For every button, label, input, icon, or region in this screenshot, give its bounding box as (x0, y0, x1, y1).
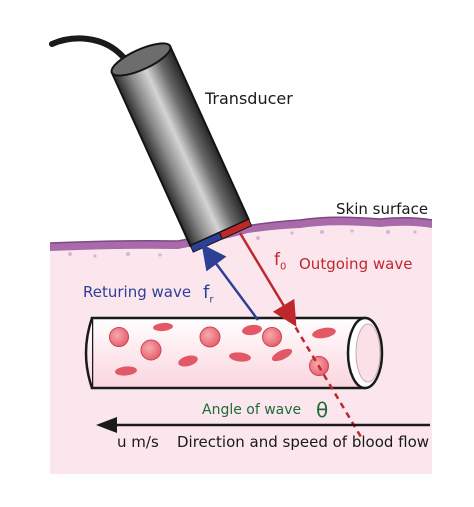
outgoing-wave-label: Outgoing wave (299, 255, 413, 273)
outgoing-frequency-subscript: 0 (280, 261, 287, 273)
red-blood-cell (109, 327, 129, 347)
red-blood-cell-side (178, 355, 198, 367)
red-blood-cell-side (115, 366, 137, 376)
blood-vessel-left-cap (84, 317, 94, 389)
transducer-emitter (218, 218, 253, 240)
transducer-label: Transducer (205, 89, 293, 108)
red-blood-cell (199, 326, 221, 348)
returning-frequency-label: fr (203, 282, 213, 306)
returning-wave-arrow (201, 243, 260, 321)
red-blood-cell (140, 339, 162, 361)
red-blood-cell-side (312, 327, 336, 339)
skin-surface-edge (49, 216, 433, 244)
returning-wave-label: Returing wave (83, 283, 192, 301)
outgoing-wave-continuation (288, 317, 363, 438)
flow-direction-arrowhead (96, 417, 117, 433)
outgoing-wave-arrow (238, 232, 297, 327)
returning-frequency-symbol: f (203, 282, 210, 303)
red-blood-cell-side (242, 324, 262, 336)
flow-direction-label: Direction and speed of blood flow (177, 433, 430, 451)
red-blood-cell (262, 327, 282, 347)
blood-vessel-opening-inner (355, 323, 381, 383)
outgoing-frequency-label: f0 (274, 250, 286, 272)
speed-unit-label: u m/s (117, 433, 159, 451)
red-blood-cell-side (229, 352, 251, 362)
returning-frequency-subscript: r (209, 294, 214, 306)
red-blood-cell-side (153, 322, 173, 332)
angle-of-wave-label: Angle of wave (202, 402, 302, 418)
angle-theta-symbol: θ (316, 398, 329, 422)
red-blood-cells (109, 322, 336, 376)
outgoing-frequency-symbol: f (274, 250, 280, 270)
skin-surface-label: Skin surface (336, 200, 429, 218)
skin-texture (68, 229, 417, 258)
transducer-probe (110, 42, 253, 253)
red-blood-cell-side (271, 348, 293, 362)
